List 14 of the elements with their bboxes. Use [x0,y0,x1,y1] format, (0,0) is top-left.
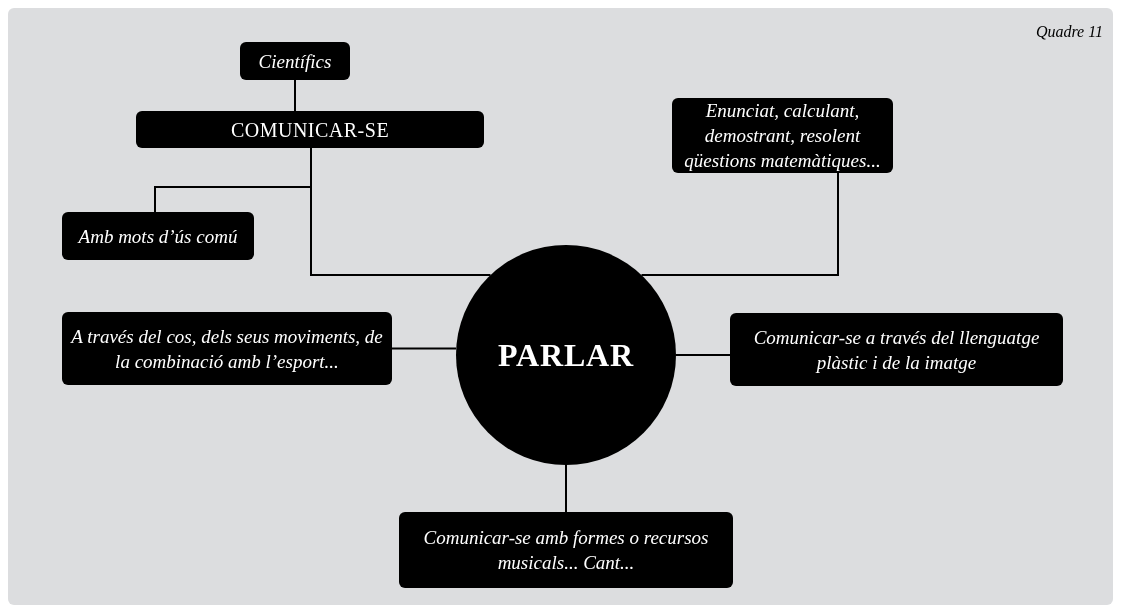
connector-line [565,464,567,513]
text-box: Comunicar-se amb formes o recursos musicals... Cant... [399,512,733,588]
connector-line [391,347,458,350]
connector-line [675,354,731,356]
text-box: Comunicar-se a través del llenguatge plàstic i de la imatge [730,313,1063,386]
text-box: Amb mots d’ús comú [62,212,254,260]
figure-number: Quadre 11 [1035,22,1103,42]
text-box: Científics [240,42,350,80]
text-box: COMUNICAR-SE [136,111,484,148]
text-box: Enunciat, calculant, demostrant, resolent qüestions matemàtiques... [672,98,893,173]
connector-line [294,79,296,112]
text-box: A través del cos, dels seus moviments, de la combinació amb l’esport... [62,312,392,385]
connector-line [640,172,839,276]
connector-line [310,147,492,276]
